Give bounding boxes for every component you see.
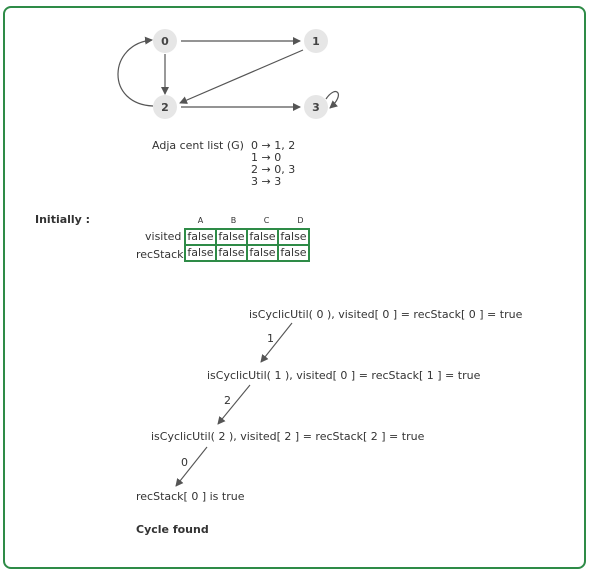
state-table: false false false false false false fals… [184,228,310,262]
adjacency-line-1: 1 → 0 [251,151,282,164]
column-header-a: A [197,216,204,225]
table-row-visited: false false false false [184,228,310,246]
node-2: 2 [153,95,177,119]
table-row-recstack: false false false false [184,244,310,262]
row-label-recstack: recStack [136,248,184,261]
column-header-b: B [230,216,237,225]
trace-edge-label-2: 2 [224,394,231,407]
diagram-frame [3,6,586,569]
visited-cell-a: false [184,228,217,246]
adjacency-line-0: 0 → 1, 2 [251,139,296,152]
recstack-cell-b: false [215,244,248,262]
visited-cell-c: false [246,228,279,246]
visited-cell-d: false [277,228,310,246]
trace-edge-label-3: 0 [181,456,188,469]
node-3-label: 3 [312,101,320,114]
trace-arrow-2 [217,384,251,425]
adjacency-line-3: 3 → 3 [251,175,282,188]
trace-step-2: isCyclicUtil( 2 ), visited[ 2 ] = recSta… [151,430,425,443]
node-1: 1 [304,29,328,53]
node-1-label: 1 [312,35,320,48]
node-0: 0 [153,29,177,53]
recstack-cell-a: false [184,244,217,262]
trace-step-3: recStack[ 0 ] is true [136,490,245,503]
adjacency-label: Adja cent list (G) [152,139,244,152]
initially-label: Initially : [35,213,91,226]
column-header-d: D [297,216,304,225]
edge-3-3-loop [325,90,339,109]
trace-step-0: isCyclicUtil( 0 ), visited[ 0 ] = recSta… [249,308,523,321]
trace-edge-label-1: 1 [267,332,274,345]
trace-arrow-3 [175,446,208,487]
row-label-visited: visited [145,230,182,243]
node-2-label: 2 [161,101,169,114]
recstack-cell-c: false [246,244,279,262]
visited-cell-b: false [215,228,248,246]
edge-1-2 [179,49,304,104]
trace-step-1: isCyclicUtil( 1 ), visited[ 0 ] = recSta… [207,369,481,382]
node-3: 3 [304,95,328,119]
column-header-c: C [263,216,270,225]
recstack-cell-d: false [277,244,310,262]
edge-2-0-curve [117,36,154,107]
node-0-label: 0 [161,35,169,48]
adjacency-line-2: 2 → 0, 3 [251,163,296,176]
trace-arrow-1 [260,322,293,363]
cycle-found-label: Cycle found [136,523,209,536]
